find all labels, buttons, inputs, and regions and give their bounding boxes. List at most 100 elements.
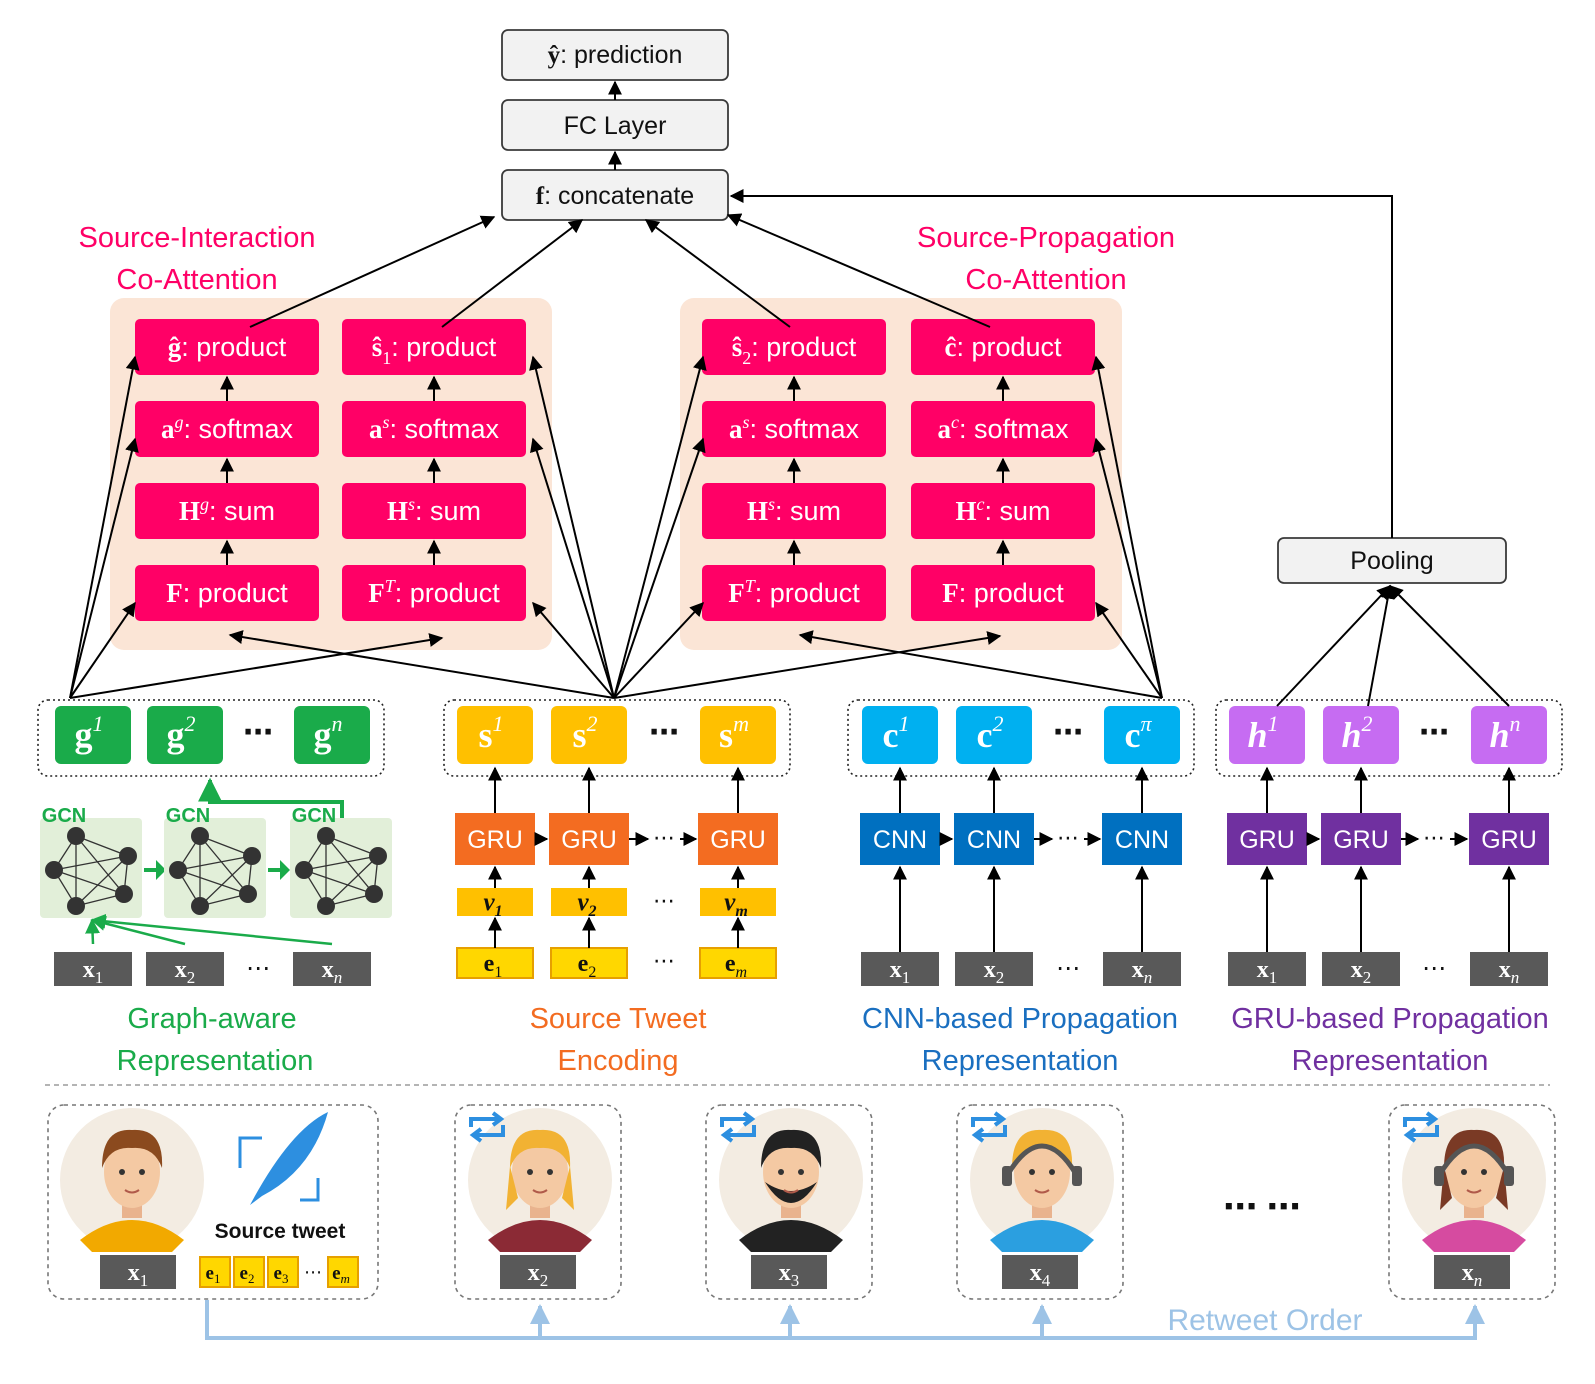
fc-layer-box: FC Layer — [501, 99, 729, 151]
user-panel-3 — [956, 1104, 1124, 1300]
gru-input-dots: ⋯ — [1422, 955, 1446, 982]
cnn-caption-2: Representation — [922, 1045, 1119, 1077]
cnn-token-label-2: cπ — [1124, 711, 1152, 755]
gru-unit-1 — [1321, 813, 1401, 865]
cnn-unit-2 — [1102, 813, 1182, 865]
svg-text:Pooling: Pooling — [1350, 547, 1433, 575]
cnn-input-2 — [1103, 952, 1181, 986]
cnn-unit-1 — [954, 813, 1034, 865]
graph-input-1-label: x2 — [175, 957, 196, 987]
user-label-4-label: xn — [1462, 1260, 1483, 1290]
source-tweet-word-label-2: e3 — [274, 1263, 289, 1286]
gcn-label-1: GCN — [166, 805, 210, 827]
sp-left-label-0: ŝ2: product — [732, 332, 857, 368]
gcn-node — [67, 897, 85, 915]
user-label-2-label: x3 — [779, 1260, 800, 1290]
graph-caption-2: Representation — [117, 1045, 314, 1077]
cnn-unit-label-0: CNN — [873, 826, 927, 854]
source-unit-dots: ⋯ — [653, 825, 675, 850]
graph-token-label-0: g1 — [75, 711, 104, 755]
sp-right-box-0 — [911, 319, 1095, 375]
source-token-label-0: s1 — [478, 711, 503, 755]
source-token-1 — [551, 706, 627, 764]
gru-input-2 — [1470, 952, 1548, 986]
gru-token-0 — [1229, 706, 1305, 764]
gcn-label-0: GCN — [42, 805, 86, 827]
sp-left-label-1: as: softmax — [729, 412, 860, 444]
prediction-box: ŷ: prediction — [501, 29, 729, 81]
source-unit-0 — [455, 813, 535, 865]
gru-token-2 — [1471, 706, 1547, 764]
sp-right-label-3: F: product — [942, 578, 1064, 608]
retweet-order-label: Retweet Order — [1167, 1304, 1362, 1337]
gru-input-1-label: x2 — [1351, 957, 1372, 987]
retweet-icon — [1403, 1111, 1439, 1143]
sp-right-box-2 — [911, 483, 1095, 539]
cnn-token-2 — [1104, 706, 1180, 764]
gcn-node — [119, 847, 137, 865]
gcn-node — [295, 861, 313, 879]
source-caption: Source Tweet — [530, 1003, 707, 1035]
source-tweet-label: Source tweet — [215, 1220, 346, 1243]
retweet-icon — [469, 1111, 505, 1143]
source-token-dots: ⋯ — [649, 716, 679, 749]
user-avatar-4 — [1402, 1108, 1546, 1252]
cnn-unit-label-2: CNN — [1115, 826, 1169, 854]
source-unit-label-1: GRU — [561, 826, 617, 854]
si-right-box-1 — [342, 401, 526, 457]
user-label-0-label: x1 — [128, 1260, 149, 1290]
gru-input-0 — [1228, 952, 1306, 986]
gcn-node — [239, 885, 257, 903]
source-caption-2: Encoding — [558, 1045, 679, 1077]
source-word-label-1: e2 — [578, 951, 597, 981]
sp-right-label-1: ac: softmax — [937, 412, 1069, 444]
si-left-label-3: F: product — [166, 578, 288, 608]
gcn-forward-arrow — [144, 860, 166, 880]
sp-left-label-3: FT: product — [728, 576, 860, 608]
gcn-node — [369, 847, 387, 865]
si-right-box-0 — [342, 319, 526, 375]
graph-token-dots: ⋯ — [243, 716, 273, 749]
si-left-label-1: ag: softmax — [161, 412, 294, 444]
source-tweet-word-label-0: e1 — [206, 1263, 221, 1286]
gcn-node — [191, 827, 209, 845]
user-avatar-3 — [970, 1108, 1114, 1252]
graph-input-0 — [54, 952, 132, 986]
source-tweet-word-2 — [267, 1256, 299, 1288]
sp-right-label-0: ĉ: product — [944, 332, 1062, 362]
retweet-icon — [971, 1111, 1007, 1143]
sp-left-label-2: Hs: sum — [747, 494, 841, 526]
source-token-0 — [457, 706, 533, 764]
user-avatar-1 — [468, 1108, 612, 1252]
gru-unit-label-1: GRU — [1333, 826, 1389, 854]
si-right-label-3: FT: product — [368, 576, 500, 608]
si-right-label-1: as: softmax — [369, 412, 500, 444]
gru-caption-2: Representation — [1292, 1045, 1489, 1077]
cnn-caption: CNN-based Propagation — [862, 1003, 1178, 1035]
si-left-box-3 — [135, 565, 319, 621]
user-label-4 — [1434, 1255, 1510, 1289]
user-panel-0 — [47, 1104, 379, 1300]
source-tweet-word-3 — [327, 1256, 359, 1288]
cnn-input-dots: ⋯ — [1056, 955, 1080, 982]
sp-left-box-2 — [702, 483, 886, 539]
graph-token-0 — [55, 706, 131, 764]
cnn-token-1 — [956, 706, 1032, 764]
attention-inputs — [69, 355, 1510, 707]
graph-token-label-2: gn — [314, 711, 343, 755]
user-label-3-label: x4 — [1030, 1260, 1051, 1290]
graph-token-row — [37, 699, 385, 777]
graph-token-2 — [294, 706, 370, 764]
source-unit-1 — [549, 813, 629, 865]
sp-right-box-1 — [911, 401, 1095, 457]
gcn-node — [169, 861, 187, 879]
gru-token-row — [1215, 699, 1563, 777]
cnn-token-label-1: c2 — [977, 711, 1004, 755]
si-left-box-1 — [135, 401, 319, 457]
graph-input-dots: ⋯ — [246, 955, 270, 982]
